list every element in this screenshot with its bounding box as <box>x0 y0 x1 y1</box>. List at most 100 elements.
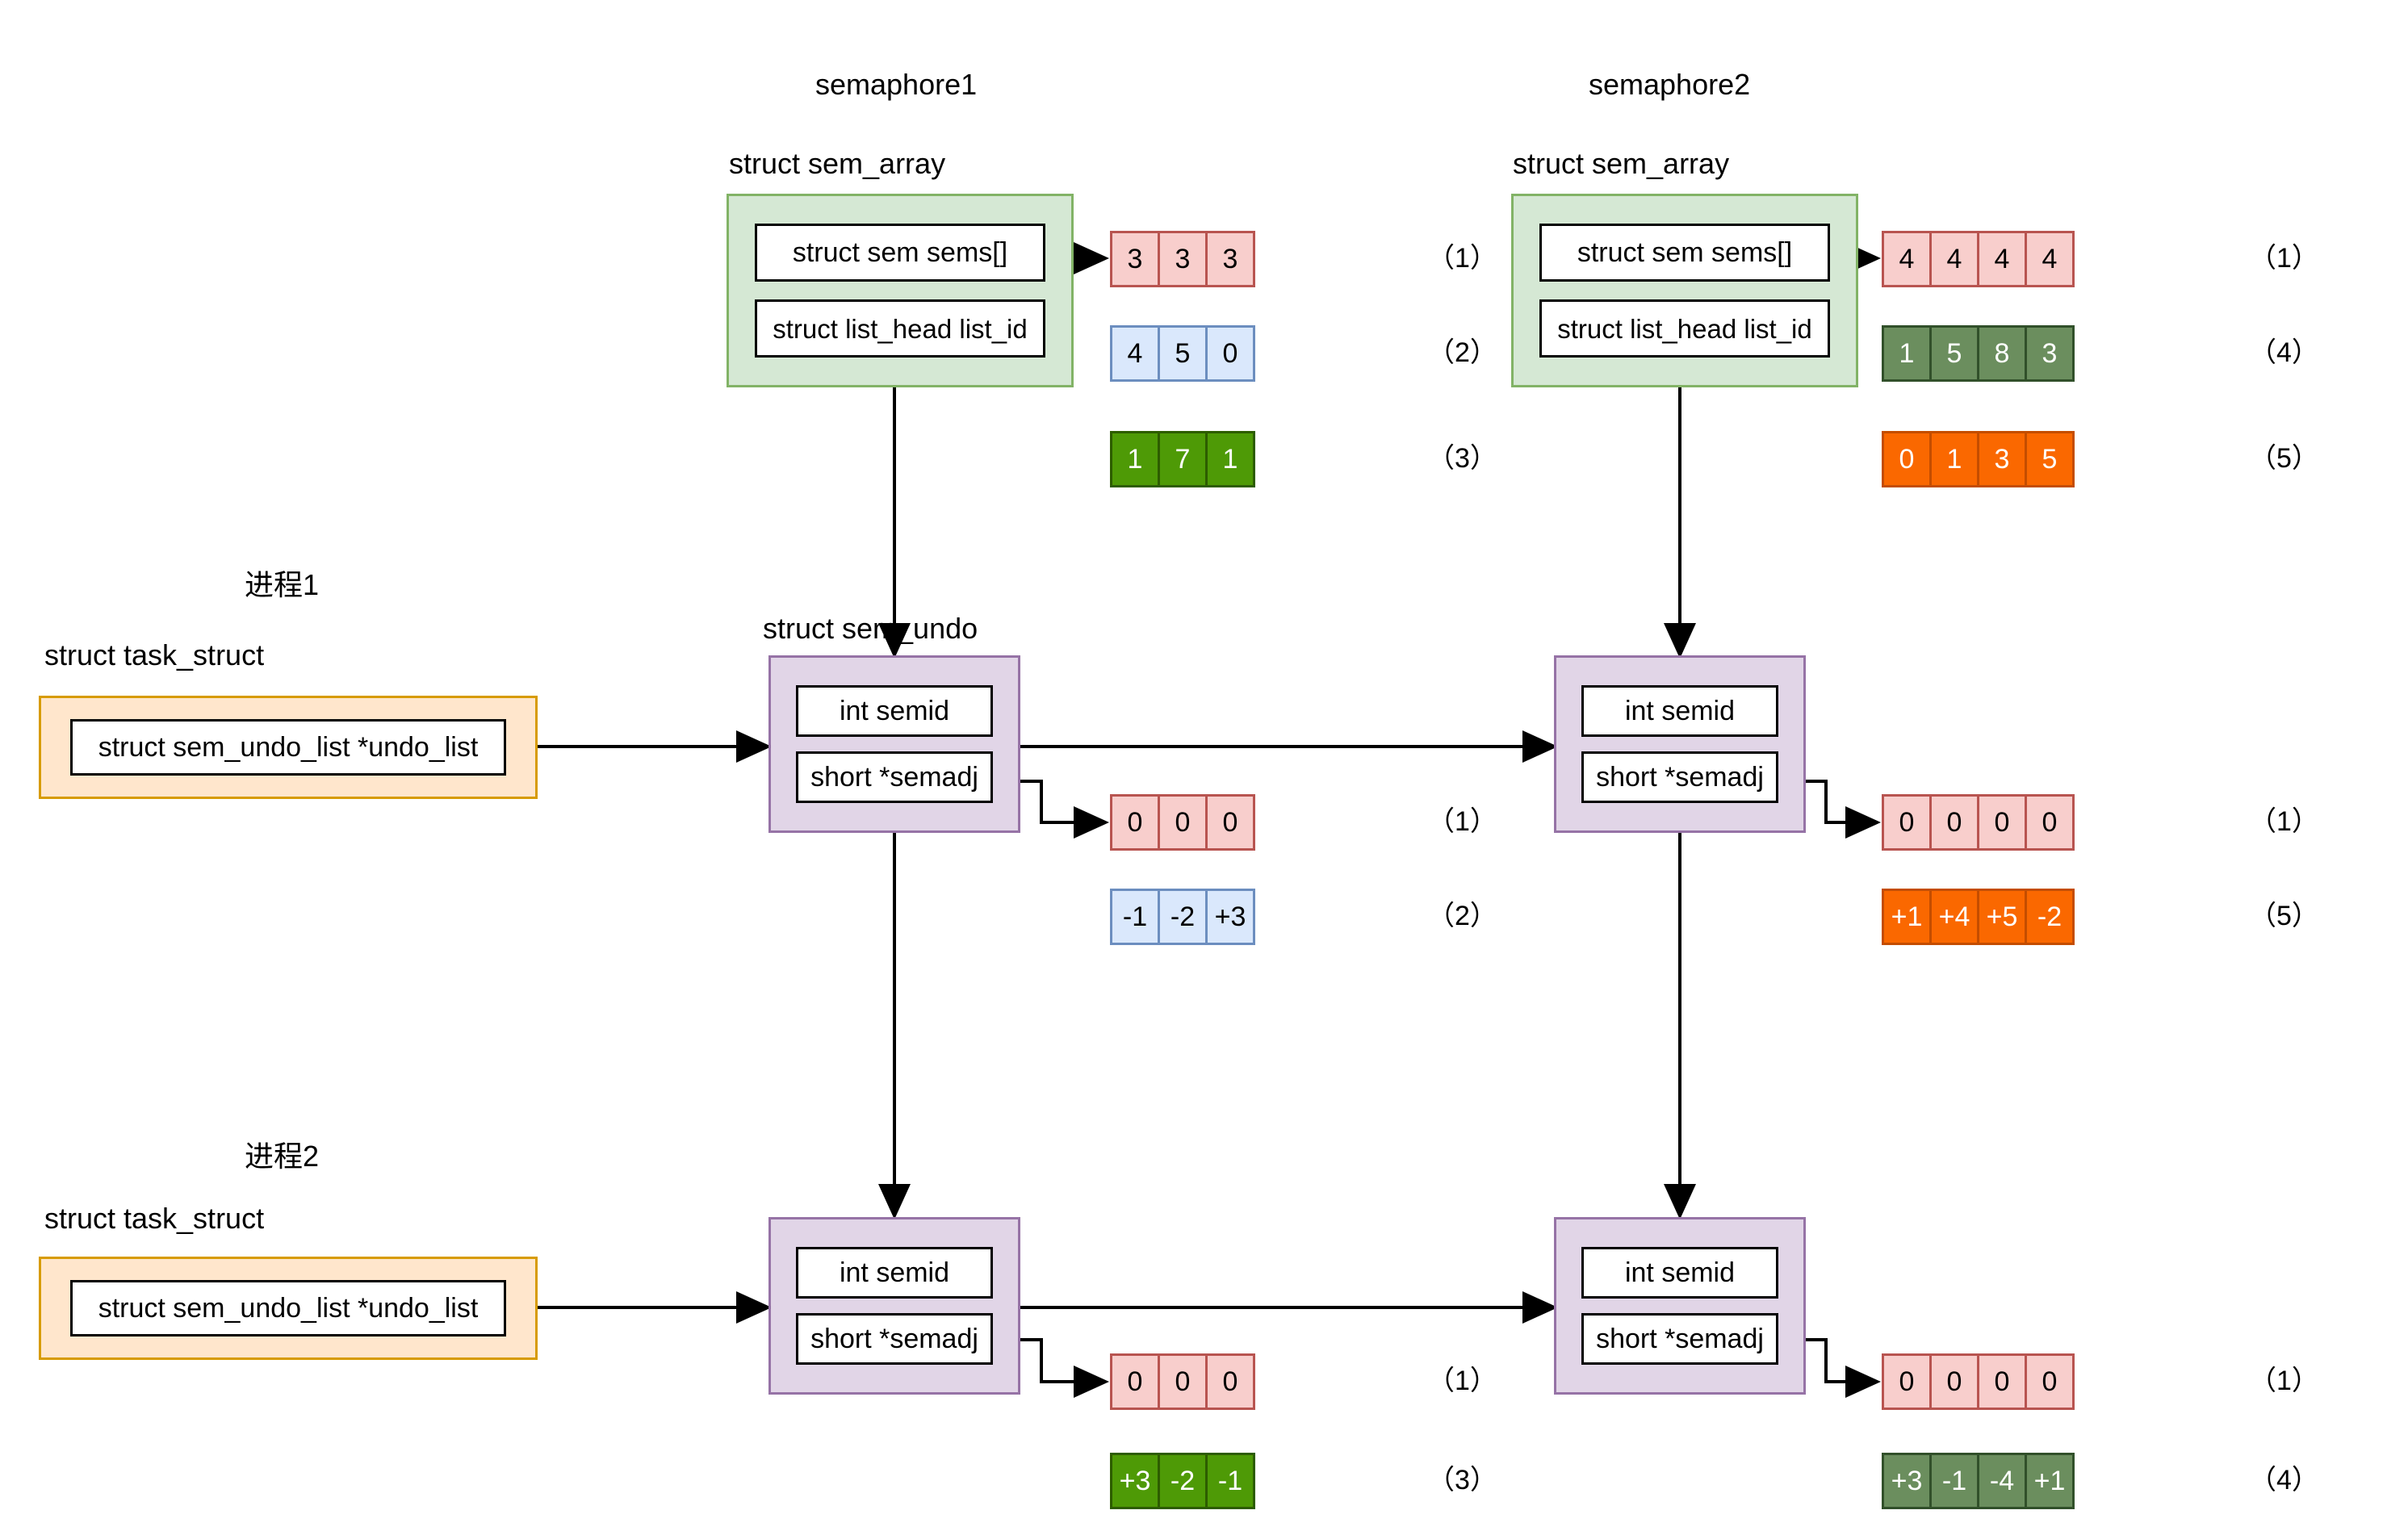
sem-undo-p1-s1-semadj-field[interactable]: short *semadj <box>796 751 993 803</box>
array-tag: （3） <box>1427 1465 1497 1495</box>
task-struct2-undolist-field[interactable]: struct sem_undo_list *undo_list <box>70 1280 506 1336</box>
array-cell: +3 <box>1110 1453 1160 1509</box>
sem-undo-p1-s1-semid-field[interactable]: int semid <box>796 685 993 737</box>
sem-undo-p2-s1-semid-field[interactable]: int semid <box>796 1247 993 1299</box>
array-cell: -4 <box>1977 1453 2027 1509</box>
array-tag: （2） <box>1427 337 1497 368</box>
sem-undo-p2-s2-box: int semid short *semadj <box>1554 1217 1806 1395</box>
sem-array2-caption: struct sem_array <box>1513 147 1730 180</box>
array-cell: 0 <box>1158 1353 1208 1410</box>
sem1-sems-values-array: 3 3 3 <box>1110 231 1255 287</box>
array-cell: -1 <box>1110 889 1160 945</box>
array-cell: 4 <box>1929 231 1979 287</box>
p1-s1-semadj-zero-array: 0 0 0 <box>1110 794 1255 851</box>
sem-array2-sems-field[interactable]: struct sem sems[] <box>1539 224 1830 282</box>
array-cell: -2 <box>1158 1453 1208 1509</box>
array-cell: 0 <box>2025 1353 2075 1410</box>
p2-s2-semadj-row4-array: +3 -1 -4 +1 <box>1882 1453 2075 1509</box>
array-cell: +1 <box>2025 1453 2075 1509</box>
array-cell: 8 <box>1977 325 2027 382</box>
array-tag: （1） <box>1427 806 1497 837</box>
array-cell: -1 <box>1205 1453 1255 1509</box>
sem-array1-caption: struct sem_array <box>729 147 946 180</box>
sem-array1-sems-field[interactable]: struct sem sems[] <box>755 224 1045 282</box>
array-cell: 4 <box>2025 231 2075 287</box>
p2-s1-semadj-row3-array: +3 -2 -1 <box>1110 1453 1255 1509</box>
p2-s1-semadj-zero-array: 0 0 0 <box>1110 1353 1255 1410</box>
sem-array2-listhead-field[interactable]: struct list_head list_id <box>1539 299 1830 358</box>
p1-s1-semadj-row2-array: -1 -2 +3 <box>1110 889 1255 945</box>
array-cell: 4 <box>1882 231 1932 287</box>
array-tag: （1） <box>2249 806 2319 837</box>
sem-undo-caption: struct sem_undo <box>763 612 978 645</box>
array-cell: 0 <box>1205 325 1255 382</box>
process2-label: 进程2 <box>245 1140 320 1173</box>
array-tag: （1） <box>1427 243 1497 274</box>
sem2-row4-array: 1 5 8 3 <box>1882 325 2075 382</box>
sem-array1-listhead-field[interactable]: struct list_head list_id <box>755 299 1045 358</box>
array-cell: 5 <box>2025 431 2075 487</box>
array-cell: -2 <box>1158 889 1208 945</box>
array-cell: 0 <box>2025 794 2075 851</box>
sem-array1-box: struct sem sems[] struct list_head list_… <box>727 194 1074 387</box>
sem-undo-p1-s2-box: int semid short *semadj <box>1554 655 1806 833</box>
sem-undo-p2-s2-semid-field[interactable]: int semid <box>1581 1247 1778 1299</box>
sem-undo-p2-s2-semadj-field[interactable]: short *semadj <box>1581 1313 1778 1365</box>
array-cell: 5 <box>1158 325 1208 382</box>
array-cell: 0 <box>1929 794 1979 851</box>
task-struct1-undolist-field[interactable]: struct sem_undo_list *undo_list <box>70 719 506 776</box>
array-cell: 7 <box>1158 431 1208 487</box>
array-tag: （1） <box>2249 243 2319 274</box>
array-cell: +5 <box>1977 889 2027 945</box>
array-cell: 4 <box>1110 325 1160 382</box>
array-tag: （5） <box>2249 901 2319 931</box>
array-tag: （2） <box>1427 901 1497 931</box>
array-cell: 0 <box>1882 431 1932 487</box>
p2-s2-semadj-zero-array: 0 0 0 0 <box>1882 1353 2075 1410</box>
semaphore2-title: semaphore2 <box>1589 68 1751 101</box>
p1-s2-semadj-zero-array: 0 0 0 0 <box>1882 794 2075 851</box>
array-tag: （1） <box>1427 1366 1497 1396</box>
sem-array2-box: struct sem sems[] struct list_head list_… <box>1511 194 1858 387</box>
process1-label: 进程1 <box>245 568 320 601</box>
task-struct2-box: struct sem_undo_list *undo_list <box>39 1257 538 1360</box>
array-cell: 0 <box>1882 794 1932 851</box>
array-cell: 1 <box>1929 431 1979 487</box>
array-cell: 0 <box>1977 794 2027 851</box>
sem2-row5-array: 0 1 3 5 <box>1882 431 2075 487</box>
array-cell: 3 <box>2025 325 2075 382</box>
array-cell: 1 <box>1205 431 1255 487</box>
array-tag: （4） <box>2249 1465 2319 1495</box>
array-cell: 3 <box>1205 231 1255 287</box>
task-struct1-box: struct sem_undo_list *undo_list <box>39 696 538 799</box>
array-cell: 1 <box>1110 431 1160 487</box>
array-cell: 0 <box>1977 1353 2027 1410</box>
sem-undo-p2-s1-semadj-field[interactable]: short *semadj <box>796 1313 993 1365</box>
array-cell: 0 <box>1882 1353 1932 1410</box>
array-cell: 5 <box>1929 325 1979 382</box>
array-cell: +3 <box>1882 1453 1932 1509</box>
sem1-row3-array: 1 7 1 <box>1110 431 1255 487</box>
array-tag: （3） <box>1427 443 1497 474</box>
p1-s2-semadj-row5-array: +1 +4 +5 -2 <box>1882 889 2075 945</box>
array-tag: （5） <box>2249 443 2319 474</box>
array-cell: -2 <box>2025 889 2075 945</box>
array-cell: +4 <box>1929 889 1979 945</box>
sem2-sems-values-array: 4 4 4 4 <box>1882 231 2075 287</box>
sem-undo-p1-s1-box: int semid short *semadj <box>768 655 1020 833</box>
array-cell: 0 <box>1110 1353 1160 1410</box>
sem-undo-p1-s2-semadj-field[interactable]: short *semadj <box>1581 751 1778 803</box>
semaphore1-title: semaphore1 <box>815 68 978 101</box>
task-struct2-caption: struct task_struct <box>44 1202 265 1235</box>
array-cell: 0 <box>1205 1353 1255 1410</box>
array-cell: 1 <box>1882 325 1932 382</box>
task-struct1-caption: struct task_struct <box>44 638 265 671</box>
array-cell: 3 <box>1158 231 1208 287</box>
array-cell: +1 <box>1882 889 1932 945</box>
array-cell: 0 <box>1110 794 1160 851</box>
array-cell: 4 <box>1977 231 2027 287</box>
sem-undo-p1-s2-semid-field[interactable]: int semid <box>1581 685 1778 737</box>
sem-undo-p2-s1-box: int semid short *semadj <box>768 1217 1020 1395</box>
array-cell: 3 <box>1110 231 1160 287</box>
array-cell: +3 <box>1205 889 1255 945</box>
